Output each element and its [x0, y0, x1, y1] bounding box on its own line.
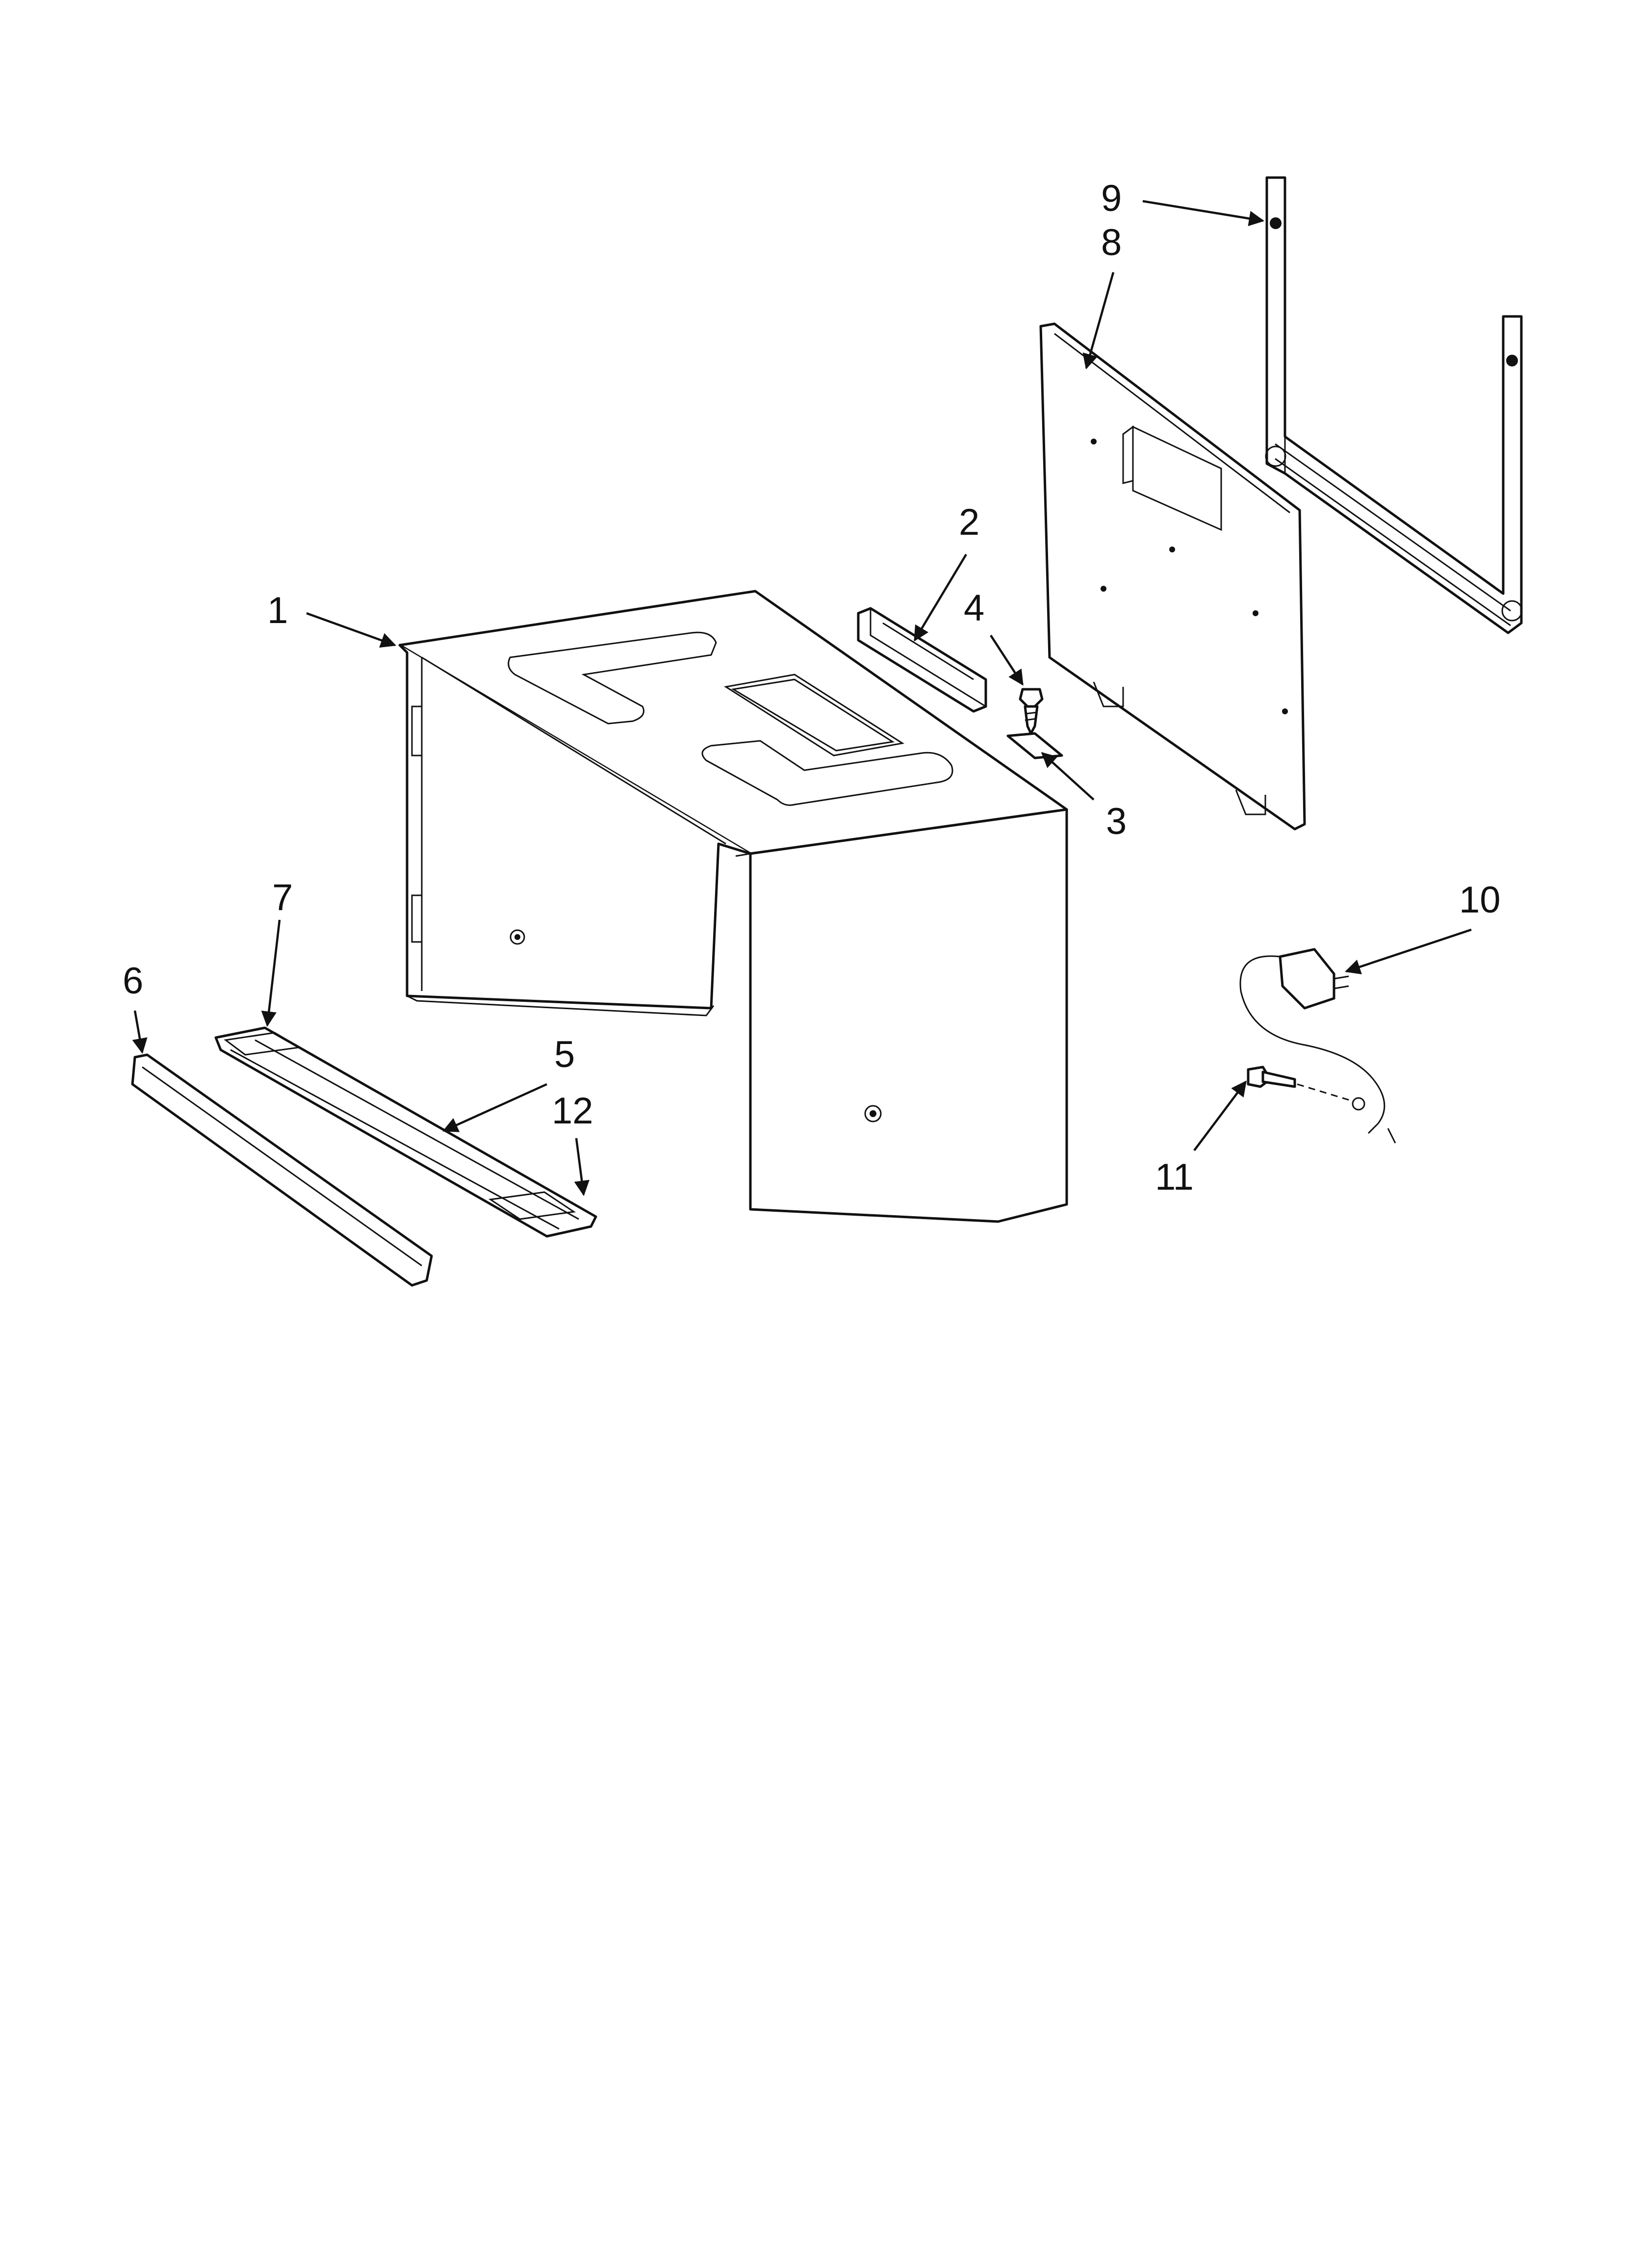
back-panel-part-8 — [1039, 322, 1306, 831]
callout-11: 11 — [1155, 1156, 1194, 1198]
leader-3 — [1041, 752, 1095, 801]
power-cord-part-10 — [1239, 948, 1396, 1144]
mounting-plate-part-9 — [1265, 176, 1523, 634]
callout-labels: 1 2 3 4 5 6 7 8 9 10 11 12 — [123, 178, 1501, 1198]
callout-2: 2 — [959, 501, 979, 543]
cabinet-side-panel — [735, 808, 1068, 1223]
leader-7 — [261, 919, 281, 1027]
leader-8 — [1082, 272, 1115, 370]
ground-screw-part-11 — [1247, 1066, 1365, 1111]
callout-3: 3 — [1106, 801, 1127, 842]
leader-4 — [990, 634, 1024, 686]
callout-12: 12 — [552, 1090, 593, 1132]
leader-5 — [442, 1083, 547, 1132]
callout-6: 6 — [123, 960, 143, 1002]
leader-1 — [306, 612, 396, 648]
front-trim-part-6 — [131, 1053, 433, 1287]
leader-10 — [1345, 928, 1472, 974]
leader-12 — [574, 1138, 590, 1197]
clip-part-3 — [1006, 732, 1063, 759]
callout-4: 4 — [964, 587, 984, 629]
leader-lines — [132, 200, 1472, 1197]
callout-1: 1 — [267, 590, 288, 631]
leader-2 — [914, 553, 967, 642]
callout-7: 7 — [272, 877, 293, 918]
filter-frame-part-7 — [214, 1026, 597, 1238]
cabinet-wrapper-part-1 — [398, 590, 1068, 1017]
callout-9: 9 — [1101, 178, 1122, 219]
callout-10: 10 — [1459, 879, 1501, 921]
leader-6 — [132, 1010, 148, 1054]
bracket-part-2 — [857, 607, 987, 713]
callout-8: 8 — [1101, 222, 1122, 263]
leader-11 — [1193, 1080, 1247, 1151]
callout-5: 5 — [554, 1034, 575, 1075]
leader-9 — [1142, 200, 1265, 226]
screw-part-4 — [1019, 688, 1044, 735]
